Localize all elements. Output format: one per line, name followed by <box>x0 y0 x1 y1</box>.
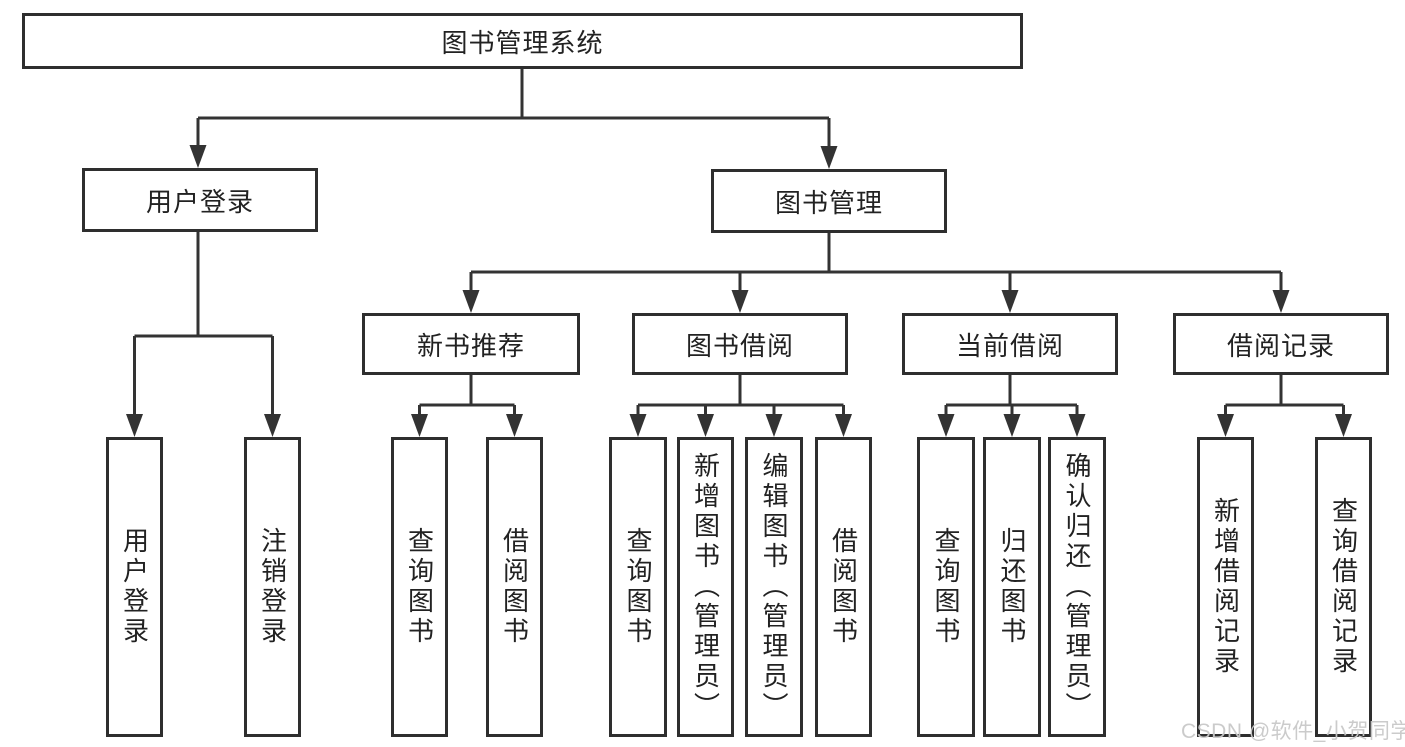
leaf-newbook-borrow-books-label: 借阅图书 <box>499 527 530 647</box>
node-borrow-records-label: 借阅记录 <box>1226 330 1335 361</box>
node-new-book-recommend: 新书推荐 <box>362 313 580 375</box>
leaf-borrow-query-books-label: 查询图书 <box>623 527 653 647</box>
leaf-logout: 注销登录 <box>244 437 301 737</box>
leaf-newbook-query-books: 查询图书 <box>391 437 448 737</box>
node-user-login-label: 用户登录 <box>145 186 254 217</box>
leaf-current-query-books-label: 查询图书 <box>931 527 961 647</box>
leaf-borrow-book-label: 借阅图书 <box>828 527 859 647</box>
leaf-add-book-admin: 新增图书（管理员） <box>677 437 734 737</box>
leaf-newbook-borrow-books: 借阅图书 <box>486 437 543 737</box>
leaf-confirm-return-admin: 确认归还（管理员） <box>1048 437 1106 737</box>
node-library-system-label: 图书管理系统 <box>441 27 604 58</box>
leaf-add-borrow-record-label: 新增借阅记录 <box>1210 497 1241 677</box>
node-book-management-label: 图书管理 <box>774 187 883 218</box>
leaf-current-query-books: 查询图书 <box>917 437 975 737</box>
node-book-management: 图书管理 <box>711 169 947 233</box>
leaf-return-book: 归还图书 <box>983 437 1041 737</box>
node-book-borrow: 图书借阅 <box>632 313 848 375</box>
leaf-borrow-book: 借阅图书 <box>815 437 872 737</box>
node-borrow-records: 借阅记录 <box>1173 313 1389 375</box>
leaf-newbook-query-books-label: 查询图书 <box>404 527 435 647</box>
leaf-user-login-label: 用户登录 <box>119 527 150 647</box>
arrowheads <box>126 145 1352 437</box>
node-user-login: 用户登录 <box>82 168 318 232</box>
node-new-book-recommend-label: 新书推荐 <box>416 330 525 361</box>
node-book-borrow-label: 图书借阅 <box>685 330 794 361</box>
leaf-add-book-admin-label: 新增图书（管理员） <box>690 452 721 722</box>
leaf-query-borrow-record-label: 查询借阅记录 <box>1328 497 1359 677</box>
node-current-borrow-label: 当前借阅 <box>955 330 1064 361</box>
leaf-user-login: 用户登录 <box>106 437 163 737</box>
leaf-confirm-return-admin-label: 确认归还（管理员） <box>1062 452 1092 722</box>
leaf-query-borrow-record: 查询借阅记录 <box>1315 437 1372 737</box>
leaf-edit-book-admin: 编辑图书（管理员） <box>745 437 803 737</box>
node-current-borrow: 当前借阅 <box>902 313 1118 375</box>
leaf-borrow-query-books: 查询图书 <box>609 437 667 737</box>
csdn-watermark: CSDN @软件_小贺同学 <box>1181 720 1405 743</box>
leaf-return-book-label: 归还图书 <box>997 527 1027 647</box>
node-library-system: 图书管理系统 <box>22 13 1023 69</box>
leaf-logout-label: 注销登录 <box>257 527 288 647</box>
leaf-edit-book-admin-label: 编辑图书（管理员） <box>759 452 789 722</box>
leaf-add-borrow-record: 新增借阅记录 <box>1197 437 1254 737</box>
